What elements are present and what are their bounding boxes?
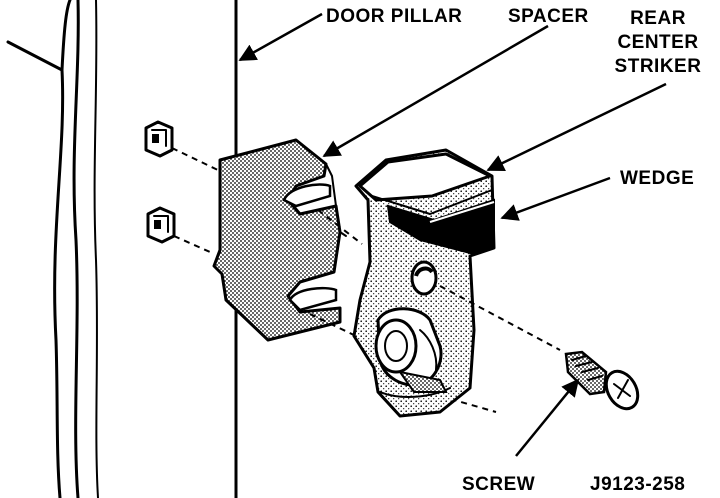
clip-nut-upper — [144, 120, 223, 173]
alignment-line-bottom — [439, 395, 497, 413]
alignment-line-upper — [317, 209, 363, 245]
striker-label-line2: CENTER — [617, 32, 698, 53]
door-pillar-leader — [238, 12, 323, 62]
door-pillar-label: DOOR PILLAR — [326, 6, 462, 27]
clip-nut-lower — [146, 206, 211, 253]
figure-id-label: J9123-258 — [590, 474, 685, 495]
screw-alignment-line — [439, 285, 561, 351]
wedge-label: WEDGE — [620, 168, 694, 189]
screw-leader — [515, 378, 580, 457]
wedge-highlight — [429, 201, 495, 223]
striker-label-line3: STRIKER — [615, 56, 702, 77]
screw — [564, 350, 640, 411]
screw-label: SCREW — [462, 474, 535, 495]
spacer-plate — [212, 138, 347, 342]
spacer-label: SPACER — [508, 6, 589, 27]
striker-label-line1: REAR — [630, 8, 686, 29]
striker-leader — [486, 82, 667, 172]
alignment-line-lower — [309, 313, 357, 337]
door-frame-lines — [6, 0, 99, 498]
wedge-leader — [500, 176, 611, 221]
rear-center-striker — [352, 148, 496, 418]
spacer-leader — [322, 24, 549, 158]
